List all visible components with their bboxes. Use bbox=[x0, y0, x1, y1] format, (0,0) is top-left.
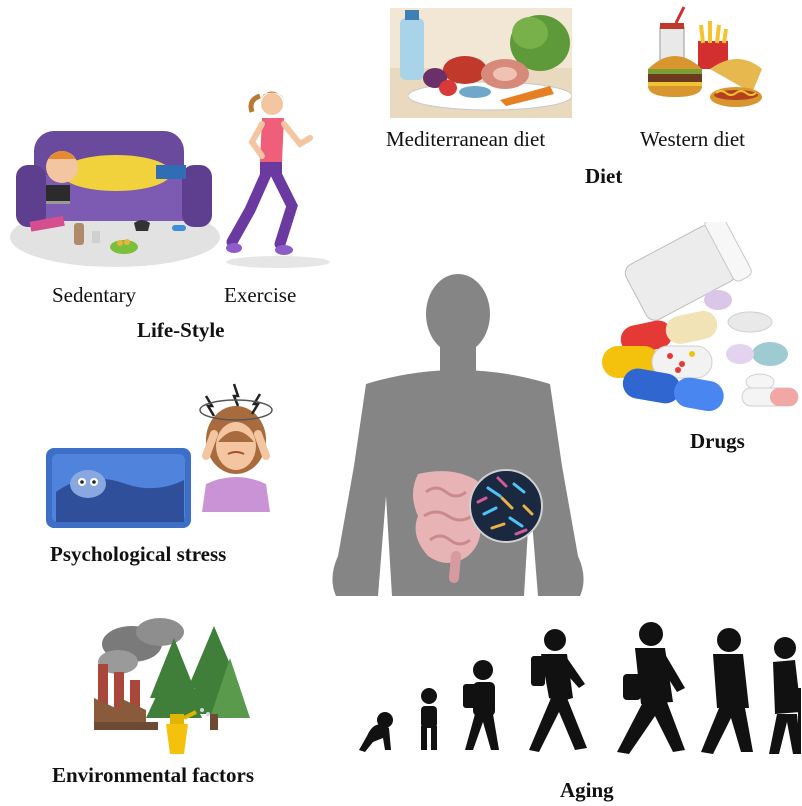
drugs-title: Drugs bbox=[690, 429, 745, 454]
western-diet-label: Western diet bbox=[640, 127, 745, 152]
diet-title: Diet bbox=[585, 164, 622, 189]
couch-potato-icon bbox=[6, 115, 224, 273]
life-stages-silhouettes-icon bbox=[355, 618, 802, 758]
stress-title: Psychological stress bbox=[50, 542, 226, 567]
environment-title: Environmental factors bbox=[52, 763, 254, 788]
fast-food-icon bbox=[640, 5, 765, 117]
factory-pollution-icon bbox=[90, 618, 250, 756]
mediterranean-diet-label: Mediterranean diet bbox=[386, 127, 545, 152]
sedentary-label: Sedentary bbox=[52, 283, 136, 308]
aging-title: Aging bbox=[560, 778, 614, 803]
stressed-person-icon bbox=[46, 380, 278, 530]
mediterranean-food-icon bbox=[390, 8, 572, 118]
lifestyle-title: Life-Style bbox=[137, 318, 224, 343]
exercise-label: Exercise bbox=[224, 283, 296, 308]
running-woman-icon bbox=[222, 82, 334, 272]
human-silhouette-with-gut-microbiome-icon bbox=[318, 266, 598, 596]
pills-icon bbox=[600, 222, 800, 417]
